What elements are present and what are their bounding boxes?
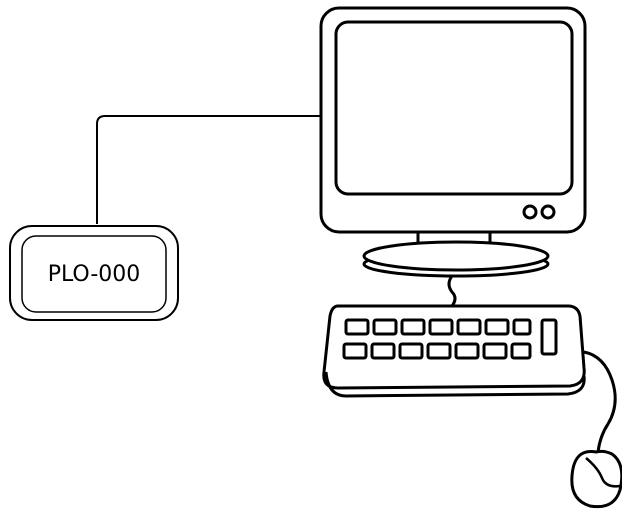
mouse-cable	[583, 350, 617, 453]
connection-cable	[96, 115, 322, 224]
device-label: PLO-000	[47, 261, 141, 287]
mouse-icon	[570, 449, 622, 509]
menu-button-icon	[540, 204, 556, 220]
power-button-icon	[522, 204, 538, 220]
keyboard-icon	[322, 304, 586, 398]
monitor-icon	[319, 6, 587, 278]
device-box-icon	[9, 225, 179, 321]
keyboard-cable	[447, 275, 457, 307]
